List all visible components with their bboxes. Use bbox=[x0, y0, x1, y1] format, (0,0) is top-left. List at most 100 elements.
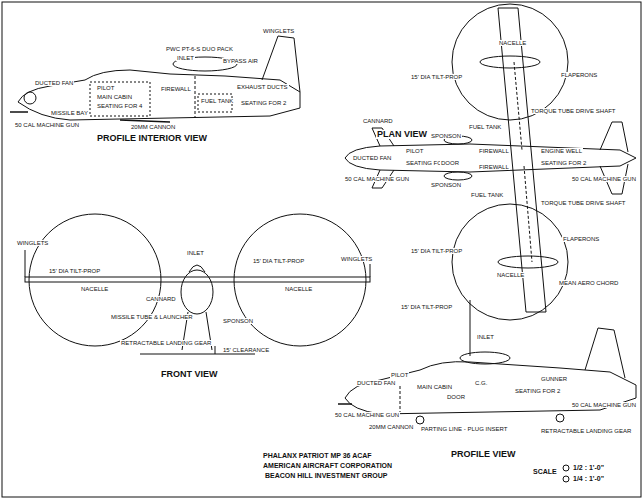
part-label: DOOR bbox=[440, 160, 460, 166]
part-label: SEATING FOR 2 bbox=[240, 100, 287, 106]
part-label: 50 CAL MACHINE GUN bbox=[344, 176, 410, 182]
gun-barrel bbox=[10, 111, 28, 113]
wing bbox=[25, 277, 370, 282]
winglet bbox=[25, 250, 26, 277]
scale-note: SCALE bbox=[532, 468, 558, 475]
fuselage-section bbox=[181, 270, 213, 314]
part-label: NACELLE bbox=[80, 286, 109, 292]
part-label: EXHAUST DUCTS bbox=[236, 84, 289, 90]
prop-disc bbox=[452, 4, 568, 120]
part-label: INLET bbox=[176, 55, 195, 61]
part-label: PILOT bbox=[390, 372, 409, 378]
part-label: TORQUE TUBE DRIVE SHAFT bbox=[540, 200, 626, 206]
prop-disc bbox=[452, 204, 568, 320]
part-label: MISSILE TUBE & LAUNCHER bbox=[110, 314, 194, 320]
part-label: DUCTED FAN bbox=[356, 380, 396, 386]
part-label: DOOR bbox=[446, 394, 466, 400]
part-label: FUEL TANK bbox=[200, 98, 234, 104]
part-label: TORQUE TUBE DRIVE SHAFT bbox=[530, 108, 616, 114]
fuselage-outline bbox=[345, 144, 636, 172]
part-label: 15' DIA TILT-PROP bbox=[48, 268, 101, 274]
nacelle bbox=[498, 256, 558, 268]
scale-note: 1/2 : 1'-0" bbox=[572, 464, 605, 471]
part-label: NACELLE bbox=[284, 286, 313, 292]
prop-disc bbox=[29, 214, 161, 346]
part-label: RETRACTABLE LANDING GEAR bbox=[120, 340, 212, 346]
part-label: 20MM CANNON bbox=[130, 124, 176, 130]
part-label: 50 CAL MACHINE GUN bbox=[334, 412, 400, 418]
prop-edge bbox=[470, 300, 471, 356]
part-label: PARTING LINE - PLUG INSERT bbox=[420, 426, 508, 432]
tail-plane bbox=[600, 122, 628, 194]
gun-barrel bbox=[338, 403, 352, 405]
part-label: FIREWALL bbox=[478, 148, 510, 154]
part-label: MISSILE BAY bbox=[50, 110, 89, 116]
inlet bbox=[189, 265, 205, 272]
part-label: MAIN CABIN bbox=[416, 384, 453, 390]
profile-view bbox=[338, 300, 636, 424]
part-label: 50 CAL MACHINE GUN bbox=[14, 122, 80, 128]
part-label: SPONSON bbox=[430, 133, 462, 139]
part-label: WINGLETS bbox=[16, 240, 49, 246]
plan-view bbox=[345, 4, 636, 320]
part-label: FUEL TANK bbox=[468, 124, 502, 130]
part-label: FIREWALL bbox=[160, 86, 192, 92]
part-label: 15' DIA TILT-PROP bbox=[410, 248, 463, 254]
part-label: CANNARD bbox=[362, 118, 394, 124]
fuselage-outline bbox=[345, 362, 636, 414]
part-label: MEAN AERO CHORD bbox=[558, 280, 619, 286]
part-label: INLET bbox=[476, 334, 495, 340]
part-label: WINGLETS bbox=[340, 256, 373, 262]
scale-bullet bbox=[563, 476, 569, 482]
sponson bbox=[444, 172, 472, 180]
part-label: C.G. bbox=[474, 380, 488, 386]
part-label: PILOT bbox=[405, 148, 424, 154]
part-label: NACELLE bbox=[496, 272, 525, 278]
part-label: FLAPERONS bbox=[562, 236, 600, 242]
torque-tube bbox=[514, 62, 522, 150]
view-title: PROFILE VIEW bbox=[450, 450, 517, 459]
wheel bbox=[556, 414, 564, 422]
part-label: 15' DIA TILT-PROP bbox=[252, 258, 305, 264]
part-label: ENGINE WELL bbox=[540, 148, 583, 154]
part-label: INLET bbox=[186, 250, 205, 256]
front-view bbox=[25, 214, 370, 354]
tail-fin bbox=[585, 328, 625, 378]
part-label: 20MM CANNON bbox=[368, 424, 414, 430]
parting-line bbox=[400, 386, 401, 412]
torque-tube bbox=[524, 166, 532, 262]
part-label: 50 CAL MACHINE GUN bbox=[571, 402, 637, 408]
winglet bbox=[370, 264, 371, 277]
part-label: PWC PT-6-S DUO PACK bbox=[165, 46, 234, 52]
part-label: FIREWALL bbox=[478, 164, 510, 170]
part-label: NACELLE bbox=[498, 40, 527, 46]
part-label: WINGLETS bbox=[262, 28, 295, 34]
part-label: GUNNER bbox=[540, 376, 568, 382]
part-label: CANNARD bbox=[145, 296, 177, 302]
part-label: PILOT bbox=[96, 85, 115, 91]
view-title: PROFILE INTERIOR VIEW bbox=[96, 134, 208, 143]
part-label: BYPASS AIR bbox=[222, 58, 259, 64]
nacelle bbox=[460, 352, 510, 364]
view-title: PLAN VIEW bbox=[376, 130, 428, 139]
cannon-barrel bbox=[120, 120, 170, 122]
view-title: FRONT VIEW bbox=[160, 370, 219, 379]
part-label: FLAPERONS bbox=[560, 72, 598, 78]
scale-note: 1/4 : 1'-0" bbox=[572, 475, 605, 482]
part-label: DUCTED FAN bbox=[352, 155, 392, 161]
part-label: 15' DIA TILT-PROP bbox=[400, 304, 453, 310]
fuselage-outline bbox=[18, 70, 300, 120]
part-label: SEATING FOR 4 bbox=[96, 103, 143, 109]
part-label: DUCTED FAN bbox=[34, 80, 74, 86]
drawing-title: PHALANX PATRIOT MP 36 ACAF bbox=[262, 452, 373, 459]
title-block-text: AMERICAN AIRCRAFT CORPORATION bbox=[262, 462, 393, 469]
title-block-text: BEACON HILL INVESTMENT GROUP bbox=[264, 472, 388, 479]
cabin-outline bbox=[90, 82, 150, 116]
firewall-line bbox=[195, 76, 196, 118]
part-label: SPONSON bbox=[430, 182, 462, 188]
part-label: SEATING FOR 2 bbox=[540, 160, 587, 166]
ground-line bbox=[140, 354, 255, 355]
